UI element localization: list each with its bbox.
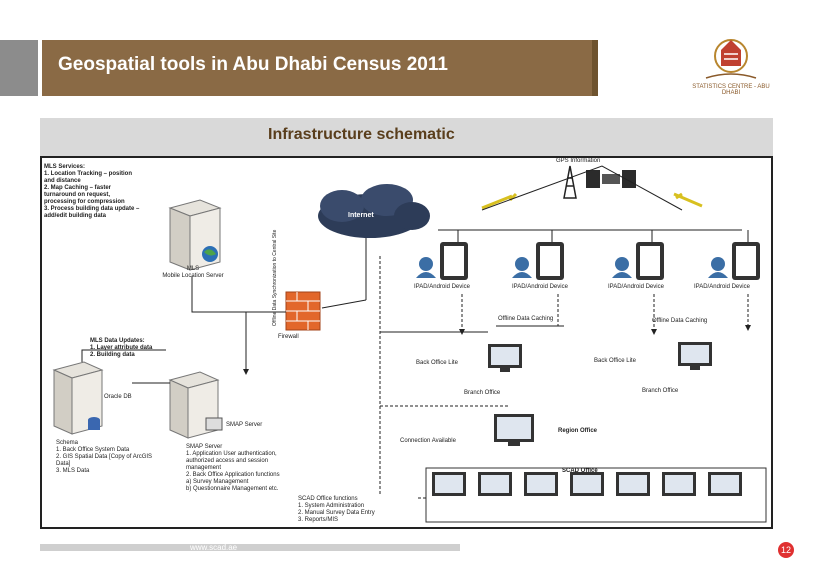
title-bar: Geospatial tools in Abu Dhabi Census 201…: [42, 40, 598, 96]
slide-subtitle: Infrastructure schematic: [268, 126, 455, 143]
back-office-monitor-left: [488, 344, 522, 372]
slide-title: Geospatial tools in Abu Dhabi Census 201…: [58, 54, 448, 75]
oracle-db-label: Oracle DB: [104, 394, 132, 400]
mls-server-label: MLS Mobile Location Server: [162, 266, 224, 279]
device-label-3: IPAD/Android Device: [608, 284, 664, 290]
offline-caching-label-2: Offline Data Caching: [652, 318, 708, 324]
left-accent-strip: [0, 40, 38, 96]
subtitle-band: Infrastructure schematic: [40, 118, 773, 156]
firewall-label: Firewall: [278, 334, 299, 340]
page-number-badge: 12: [778, 542, 794, 558]
satellite-icon: [586, 170, 636, 188]
gps-tower-icon: [563, 165, 577, 199]
scad-logo: STATISTICS CENTRE - ABU DHABI: [686, 36, 776, 106]
branch-office-label-2: Branch Office: [642, 388, 679, 394]
back-office-monitor-right: [678, 342, 712, 370]
infrastructure-diagram: MLS Services: 1. Location Tracking – pos…: [40, 156, 773, 529]
device-label-1: IPAD/Android Device: [414, 284, 470, 290]
connection-available-label: Connection Available: [400, 438, 456, 444]
oracle-db-server-icon: [52, 361, 104, 435]
vertical-sync-label: Offline Data Synchronization to Central …: [272, 229, 278, 326]
mls-services-text: MLS Services: 1. Location Tracking – pos…: [44, 164, 140, 219]
device-label-4: IPAD/Android Device: [694, 284, 750, 290]
scad-office-label: SCAD Office: [562, 468, 598, 474]
firewall-icon: [285, 291, 321, 331]
gps-label: GPS Information: [556, 158, 601, 164]
footer-url[interactable]: www.scad.ae: [190, 543, 238, 552]
region-office-label: Region Office: [558, 428, 598, 434]
signal-bolt-right: [673, 192, 703, 208]
smap-server-text: SMAP Server 1. Application User authenti…: [186, 444, 280, 492]
schema-text: Schema 1. Back Office System Data 2. GIS…: [56, 440, 153, 474]
signal-bolt-left: [481, 192, 518, 210]
mls-data-updates-text: MLS Data Updates: 1. Layer attribute dat…: [90, 338, 153, 358]
smap-server-icon: [168, 371, 223, 439]
scad-functions-text: SCAD Office functions 1. System Administ…: [298, 496, 418, 524]
region-office-monitor: [494, 414, 534, 446]
mls-server-icon: [168, 199, 222, 271]
logo-caption: STATISTICS CENTRE - ABU DHABI: [692, 84, 770, 96]
internet-cloud-icon: [318, 184, 430, 238]
smap-server-label: SMAP Server: [226, 422, 263, 428]
footer-bar: [40, 544, 460, 551]
scad-office-box: [425, 467, 767, 523]
internet-label: Internet: [348, 212, 374, 219]
back-office-lite-label-1: Back Office Lite: [416, 360, 458, 366]
back-office-lite-label-2: Back Office Lite: [594, 358, 636, 364]
offline-caching-label-1: Offline Data Caching: [498, 316, 554, 322]
branch-office-label-1: Branch Office: [464, 390, 501, 396]
device-row-icons: [416, 242, 760, 280]
scad-office-monitors: [432, 472, 742, 496]
device-label-2: IPAD/Android Device: [512, 284, 568, 290]
